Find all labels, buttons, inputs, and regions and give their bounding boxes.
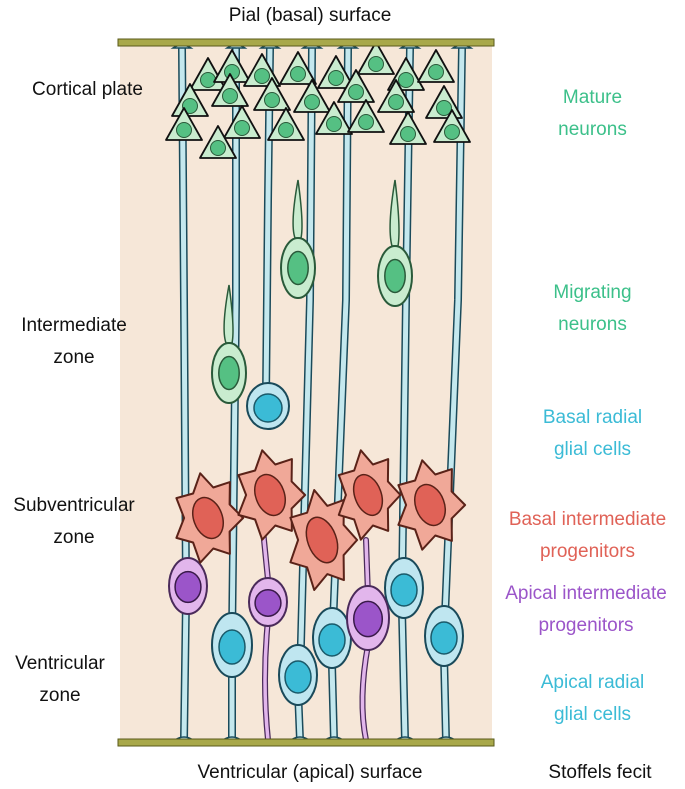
mature-neuron [199,125,237,159]
apical-intermediate-progenitor [248,577,288,627]
mature-neuron [389,111,427,145]
mature-neuron [317,55,355,89]
pial-surface-label: Pial (basal) surface [228,5,392,26]
label-apical-radial-glia: Apical radial glial cells [540,672,645,725]
pial-surface-line [117,38,495,47]
mature-neurons-cluster [165,41,471,159]
mature-neuron [267,107,305,141]
mature-neuron [293,79,331,113]
basal-radial-glia-cell [246,382,290,430]
ventricular-surface-line [117,738,495,747]
mature-neuron [171,83,209,117]
mature-neuron [211,73,249,107]
mature-neuron [315,101,353,135]
mature-neuron [223,105,261,139]
credit-label: Stoffels fecit [548,762,652,783]
basal-intermediate-progenitor [397,459,467,551]
apical-radial-glia-cell [424,605,464,667]
label-mature-neurons: Mature neurons [558,87,627,140]
zone-label-ventricular: Ventricular zone [15,653,105,706]
radial-fiber [398,606,409,744]
mature-neuron [433,109,471,143]
zone-label-subventricular: Subventricular zone [13,495,135,548]
ventricular-surface-label: Ventricular (apical) surface [197,762,423,783]
apical-radial-glia-cell [312,607,352,669]
mature-neuron [377,79,415,113]
apical-radial-glia-cell [278,644,318,706]
mature-neuron [165,107,203,141]
radial-fiber [440,651,450,744]
label-migrating-neurons: Migrating neurons [553,282,632,335]
mature-neuron [357,41,395,75]
apical-radial-glia-cell [211,612,253,678]
zone-label-intermediate: Intermediate zone [21,315,127,368]
label-basal-radial-glia: Basal radial glial cells [542,407,643,460]
label-basal-intermediate-progenitors: Basal intermediate progenitors [508,509,667,562]
apical-intermediate-progenitor [346,585,390,651]
mature-neuron [337,69,375,103]
migrating-neuron [377,179,413,307]
cells [168,179,467,743]
mature-neuron [253,77,291,111]
migrating-neuron [280,179,316,299]
apical-ip-process [359,642,371,743]
mature-neuron [347,99,385,133]
apical-radial-glia-cell [384,557,424,619]
apical-intermediate-progenitor [168,557,208,615]
mature-neuron [279,51,317,85]
mature-neuron [417,49,455,83]
label-apical-intermediate-progenitors: Apical intermediate progenitors [505,583,667,636]
basal-intermediate-progenitor [337,449,402,541]
basal-intermediate-progenitor [237,449,307,541]
zone-label-cortical-plate: Cortical plate [32,79,143,100]
basal-intermediate-progenitor [175,472,245,564]
apical-ip-process [262,617,271,743]
radial-fiber [328,661,338,744]
migrating-neuron [211,284,247,404]
radial-fiber [180,596,190,744]
